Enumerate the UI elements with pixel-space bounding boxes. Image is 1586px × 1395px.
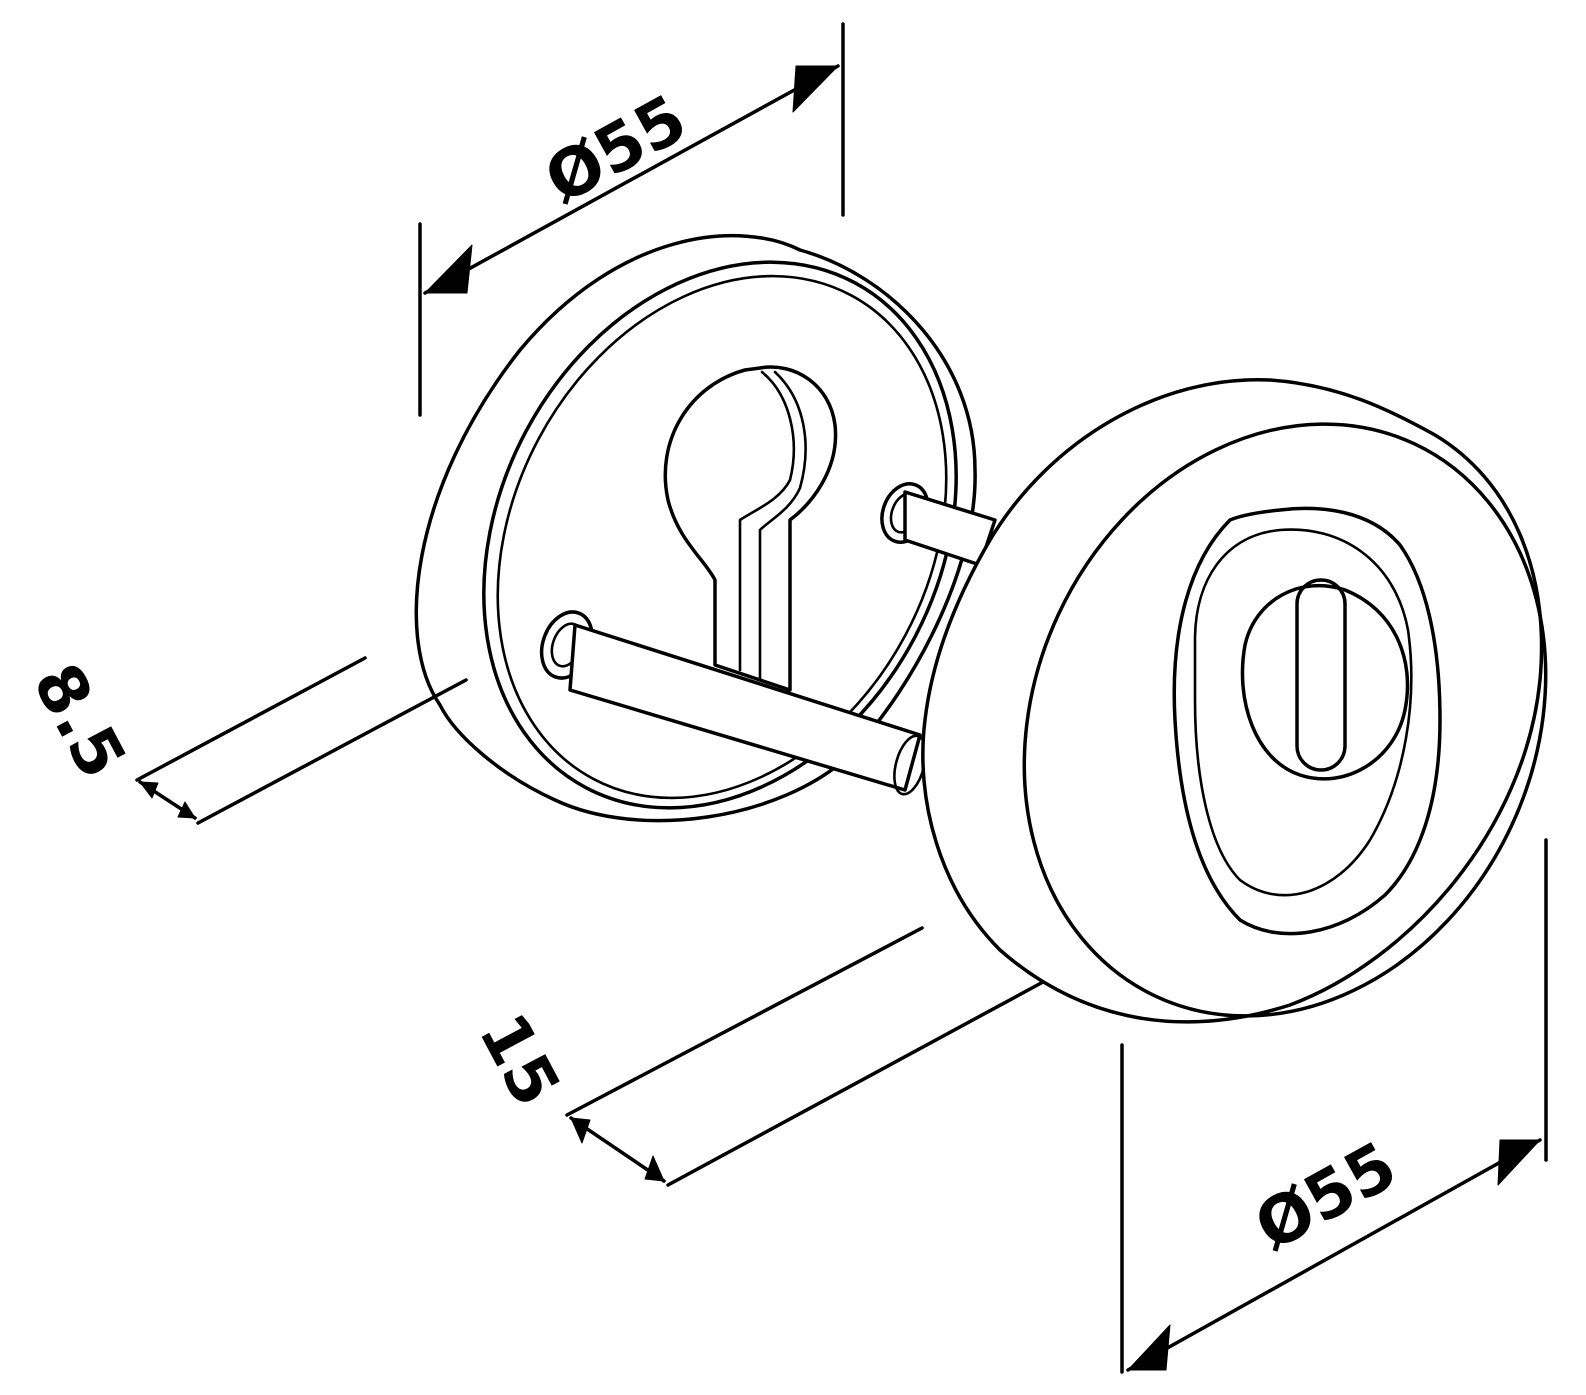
arrow-head [424, 244, 473, 294]
cylinder-keyway [1295, 578, 1347, 772]
arrow-head [792, 65, 839, 113]
euro-profile-keyhole [663, 365, 838, 692]
arrow-head [139, 781, 159, 799]
keyhole-inner-edge-2 [758, 370, 807, 680]
arrow-head [570, 1117, 591, 1144]
keyhole-inner-edge [738, 370, 796, 672]
dimension-back-thickness: 8.5 [18, 651, 468, 825]
arrow-head [1127, 1324, 1171, 1371]
dimension-front-thickness: 15 [464, 926, 1045, 1187]
front-rose-thickness-label: 15 [464, 1001, 575, 1118]
cylinder-collar-outer [1172, 506, 1442, 936]
front-rose-face [1022, 422, 1548, 1018]
arrow-head [644, 1155, 665, 1182]
back-rose-thickness-label: 8.5 [18, 651, 141, 790]
front-rose-diameter-label: Ø55 [1242, 1127, 1409, 1266]
back-rose-diameter-label: Ø55 [532, 80, 699, 219]
front-rose [921, 378, 1548, 1024]
arrow-head [177, 801, 196, 819]
back-rose-face-outer [482, 260, 958, 810]
front-rose-body [921, 378, 1544, 1024]
cylinder-collar-inner [1193, 528, 1413, 897]
arrow-head [1497, 1139, 1541, 1186]
back-rose-face-inner [496, 274, 948, 800]
lower-connecting-screw [568, 623, 922, 792]
